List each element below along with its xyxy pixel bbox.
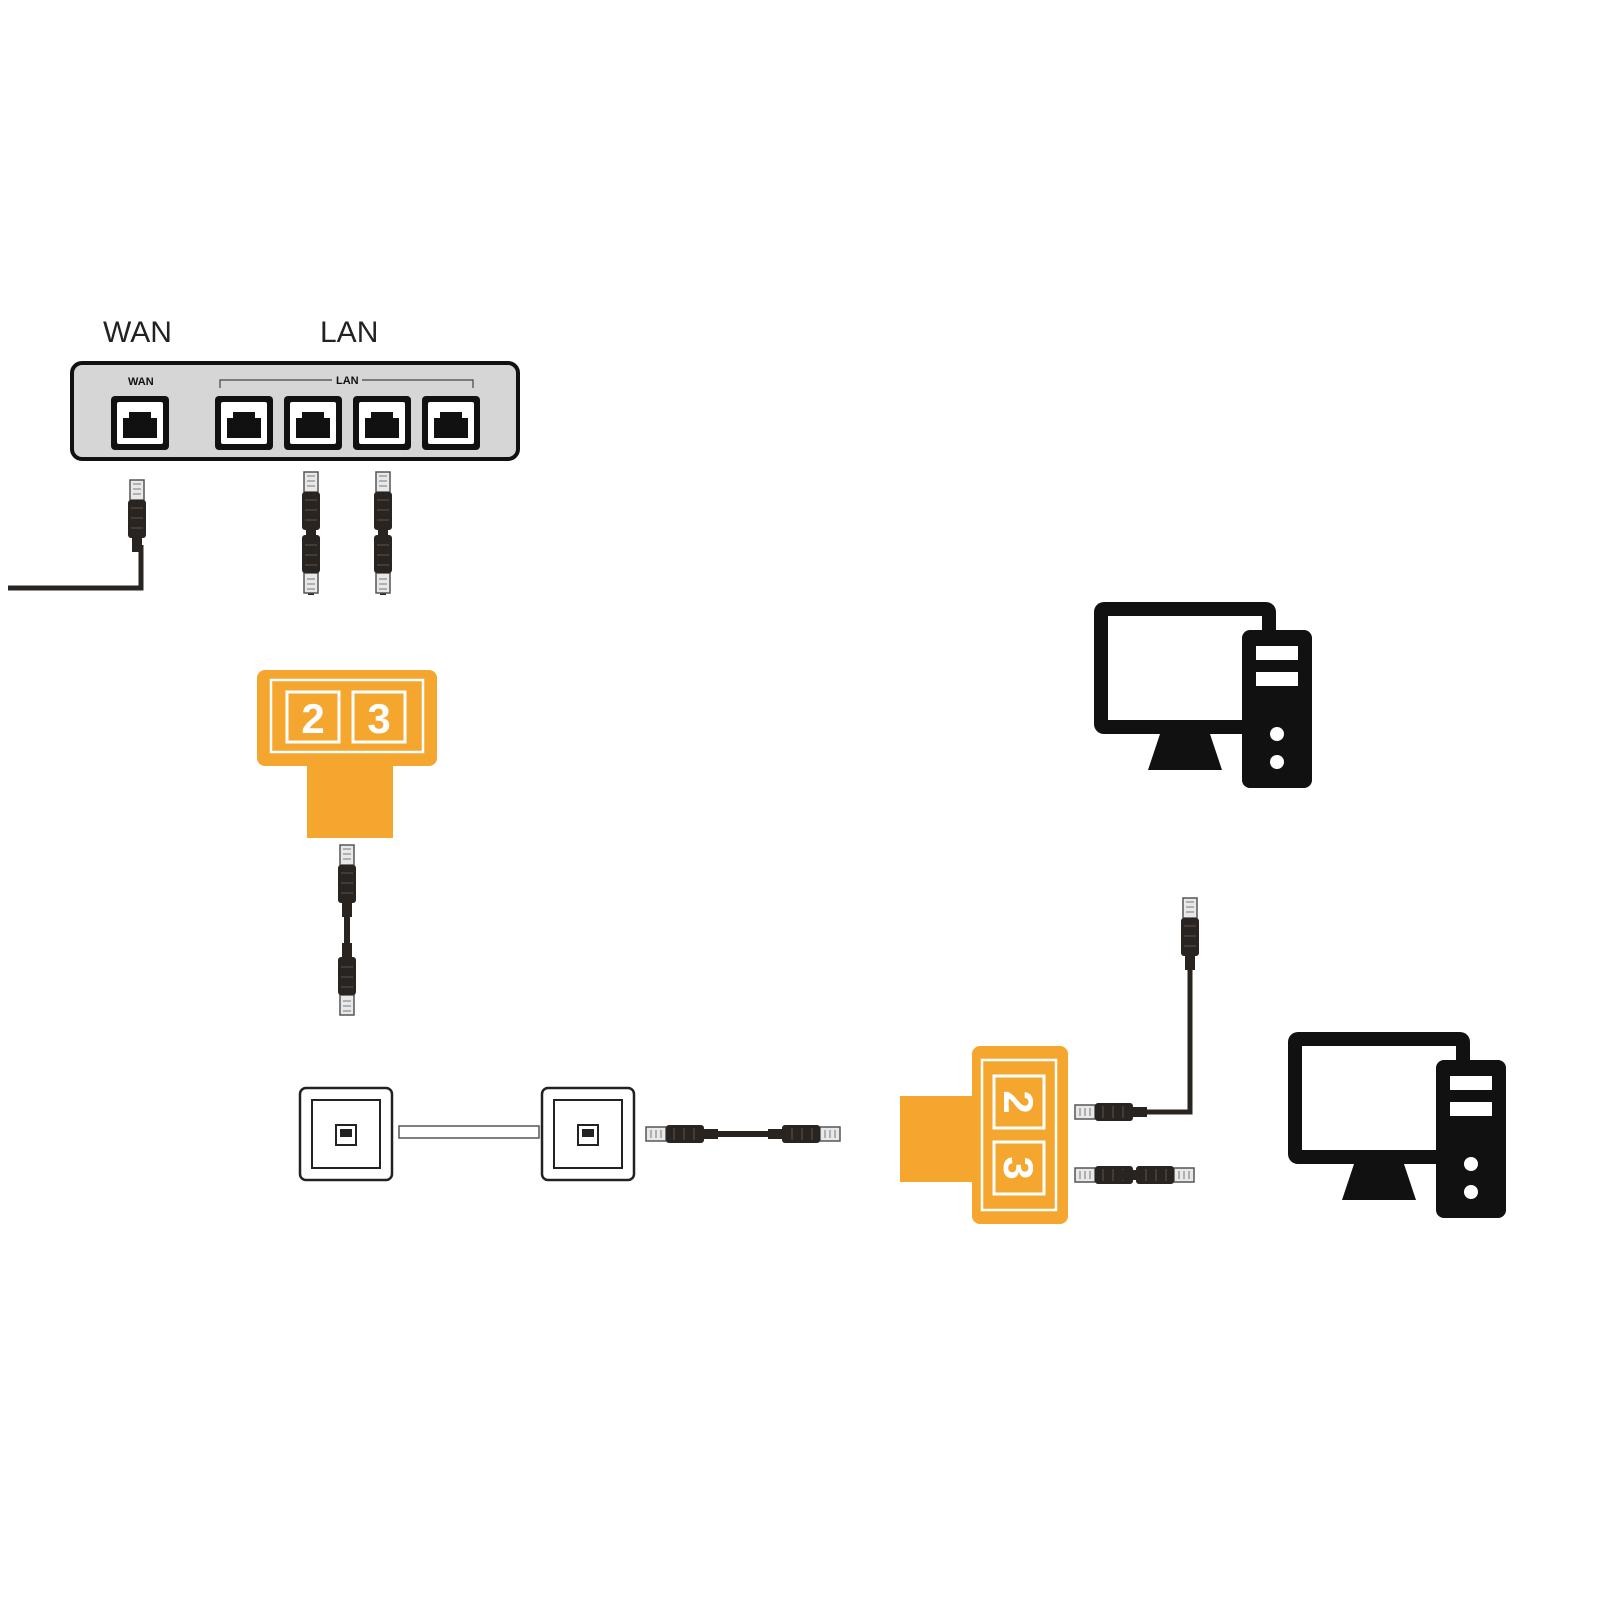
splitter-to-jack-cable	[337, 844, 357, 1016]
router-panel-lan-label: LAN	[336, 375, 359, 387]
splitter-bottom-port-2-label: 2	[995, 1090, 1042, 1113]
wan-cable	[8, 479, 147, 591]
desktop-computer-bottom-icon	[1288, 1032, 1506, 1218]
router-outer-wan-label: WAN	[103, 316, 172, 349]
lan-port-4	[422, 396, 480, 450]
lan-cable-right	[373, 471, 393, 595]
splitter-top: 2 3	[257, 670, 437, 838]
lan-port-3	[353, 396, 411, 450]
output-cable-lower	[1074, 1165, 1195, 1185]
lan-cable-left	[301, 471, 321, 595]
desktop-computer-top-icon	[1094, 602, 1312, 788]
splitter-top-port-3-label: 3	[367, 695, 390, 742]
splitter-top-port-2-label: 2	[301, 695, 324, 742]
router-lan-bracket	[219, 379, 474, 388]
lan-port-1	[215, 396, 273, 450]
router-panel-wan-label: WAN	[128, 376, 154, 388]
output-cable-upper	[1074, 897, 1200, 1122]
router-outer-lan-label: LAN	[320, 316, 378, 349]
splitter-bottom: 2 3	[900, 1046, 1068, 1224]
jack-to-splitter-cable	[645, 1124, 841, 1144]
wall-jack-right	[540, 1086, 636, 1182]
splitter-bottom-port-3-label: 3	[995, 1156, 1042, 1179]
wall-jack-left	[298, 1086, 394, 1182]
in-wall-cable	[398, 1125, 540, 1139]
router: WAN LAN WAN LAN	[70, 316, 520, 461]
wan-port	[111, 396, 169, 450]
lan-port-2	[284, 396, 342, 450]
